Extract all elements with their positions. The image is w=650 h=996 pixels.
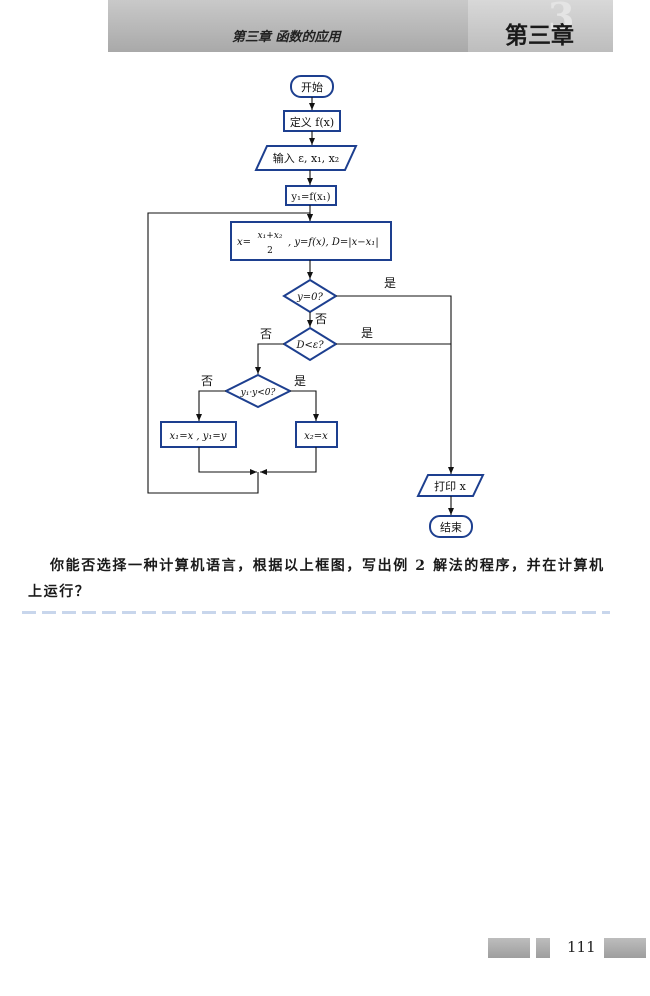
compute-denominator: 2 — [267, 246, 273, 256]
compute-x-label: x= — [237, 237, 251, 248]
footer-bar-left — [488, 938, 530, 958]
cond-sign — [223, 373, 293, 409]
assign-left-label: x₁=x , y₁=y — [170, 431, 227, 442]
chapter-label: 第三章 — [505, 23, 574, 49]
yes-label-1: 是 — [384, 276, 396, 290]
print-label: 打印 x — [434, 479, 466, 493]
yes-label-2: 是 — [361, 326, 373, 340]
input-label: 输入 ε, x₁, x₂ — [273, 151, 339, 165]
cond1-label: y=0? — [296, 292, 323, 303]
yes-label-3: 是 — [294, 374, 306, 388]
cond3-label: y₁·y<0? — [240, 388, 276, 398]
end-terminal — [429, 515, 473, 538]
running-header: 第三章 函数的应用 — [232, 30, 341, 45]
assign-right-label: x₂=x — [304, 431, 328, 442]
compute-numerator: x₁+x₂ — [258, 231, 283, 241]
end-label: 结束 — [440, 521, 462, 534]
y1-box — [285, 185, 337, 206]
no-label-2: 否 — [260, 327, 272, 341]
page-number: 111 — [567, 938, 596, 956]
footer-bar-small — [536, 938, 550, 958]
cond2-label: D<ε? — [295, 340, 324, 351]
define-label: 定义 f(x) — [290, 115, 334, 129]
start-label: 开始 — [301, 80, 323, 94]
compute-rest-label: , y=f(x), D=|x−x₁| — [288, 237, 379, 248]
y1-label: y₁=f(x₁) — [290, 192, 330, 203]
compute-box — [230, 221, 392, 261]
no-label-1: 否 — [315, 312, 327, 326]
chapter-number-watermark: 3 — [548, 0, 575, 39]
section-divider — [22, 611, 610, 614]
input-box — [254, 145, 358, 171]
cond-d-eps — [282, 326, 338, 362]
question-text: 你能否选择一种计算机语言，根据以上框图，写出例 2 解法的程序，并在计算机上运行… — [28, 558, 605, 600]
no-label-3: 否 — [201, 374, 213, 388]
chapter-tab — [468, 0, 613, 52]
footer-bar-right — [604, 938, 646, 958]
print-box — [416, 474, 485, 497]
